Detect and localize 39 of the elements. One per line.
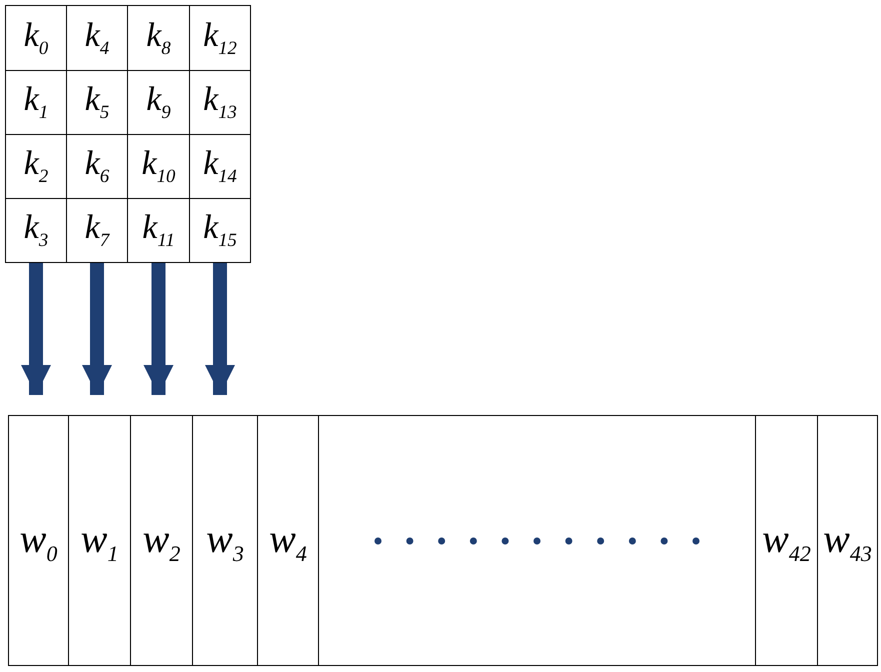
variable-label: k$_{10}$ <box>142 145 176 188</box>
variable-label: k$_{7}$ <box>84 209 110 252</box>
variable-label: k$_{1}$ <box>24 81 48 124</box>
word-cell <box>755 415 818 666</box>
variable-label: w$_{0}$ <box>20 514 58 566</box>
variable-label: w$_{3}$ <box>206 514 244 566</box>
variable-label: k$_{8}$ <box>146 16 171 60</box>
variable-label: w$_{43}$ <box>823 514 872 566</box>
variable-label: k$_{5}$ <box>84 81 110 124</box>
word-cell <box>257 415 319 666</box>
key-cell <box>5 198 67 263</box>
key-cell <box>189 198 251 263</box>
ellipsis-cell <box>318 415 756 666</box>
variable-label: k$_{12}$ <box>203 16 237 60</box>
word-cell <box>68 415 131 666</box>
variable-label: w$_{4}$ <box>269 514 307 566</box>
variable-label: k$_{2}$ <box>24 145 48 188</box>
arrow <box>144 263 174 395</box>
variable-label: w$_{2}$ <box>142 514 180 566</box>
variable-label: k$_{15}$ <box>203 209 237 252</box>
variable-label: k$_{9}$ <box>146 81 171 124</box>
key-cell <box>189 5 251 71</box>
arrow <box>21 263 51 395</box>
variable-label: w$_{1}$ <box>80 514 118 566</box>
variable-label: k$_{11}$ <box>142 209 175 252</box>
arrow <box>82 263 112 395</box>
variable-label: k$_{0}$ <box>24 16 48 60</box>
variable-label: k$_{4}$ <box>84 16 110 60</box>
word-cell <box>8 415 69 666</box>
word-cell <box>192 415 258 666</box>
word-cell <box>817 415 878 666</box>
arrow <box>205 263 235 395</box>
variable-label: k$_{14}$ <box>203 145 237 188</box>
variable-label: k$_{6}$ <box>84 145 110 188</box>
variable-label: k$_{3}$ <box>24 209 48 252</box>
variable-label: k$_{13}$ <box>203 81 237 124</box>
key-cell <box>5 5 67 71</box>
word-cell <box>130 415 193 666</box>
variable-label: w$_{42}$ <box>762 514 811 566</box>
